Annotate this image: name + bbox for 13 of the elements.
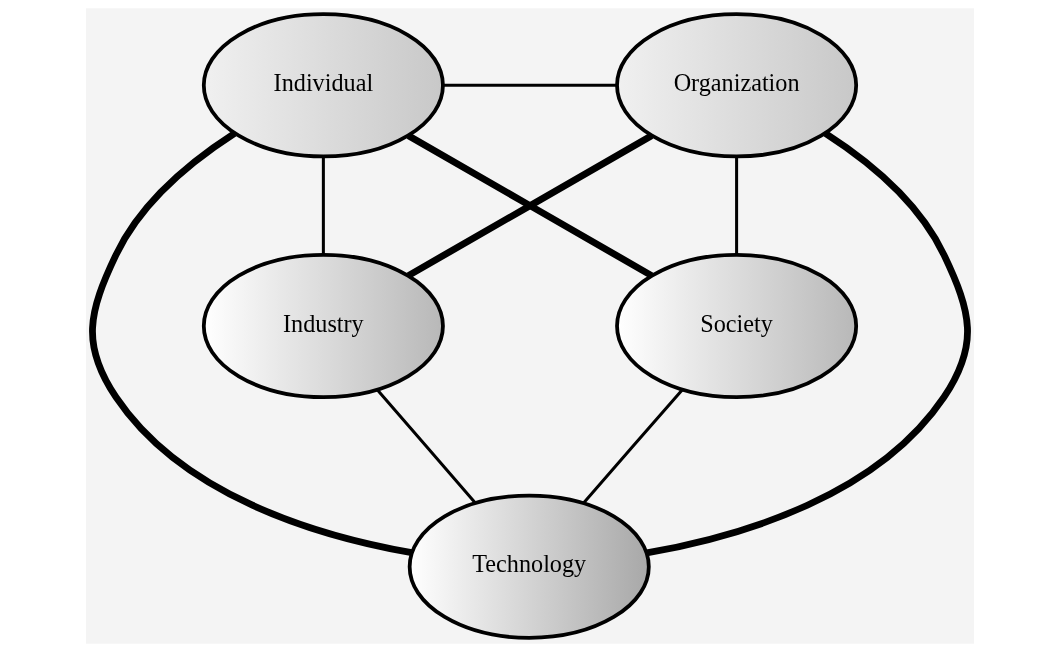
node-ellipse: Society: [614, 252, 858, 400]
node-ellipse: Individual: [201, 12, 445, 159]
connector: [321, 156, 325, 255]
connector: [442, 83, 617, 87]
connector: [645, 130, 971, 557]
connector: [581, 388, 683, 505]
connector: [734, 156, 738, 255]
connector: [375, 388, 476, 504]
connector: [88, 130, 412, 557]
node-ellipse: Industry: [201, 252, 445, 400]
node-ellipse: Technology: [407, 493, 651, 640]
node-ellipse: Organization: [614, 12, 858, 159]
connector: [406, 132, 653, 279]
